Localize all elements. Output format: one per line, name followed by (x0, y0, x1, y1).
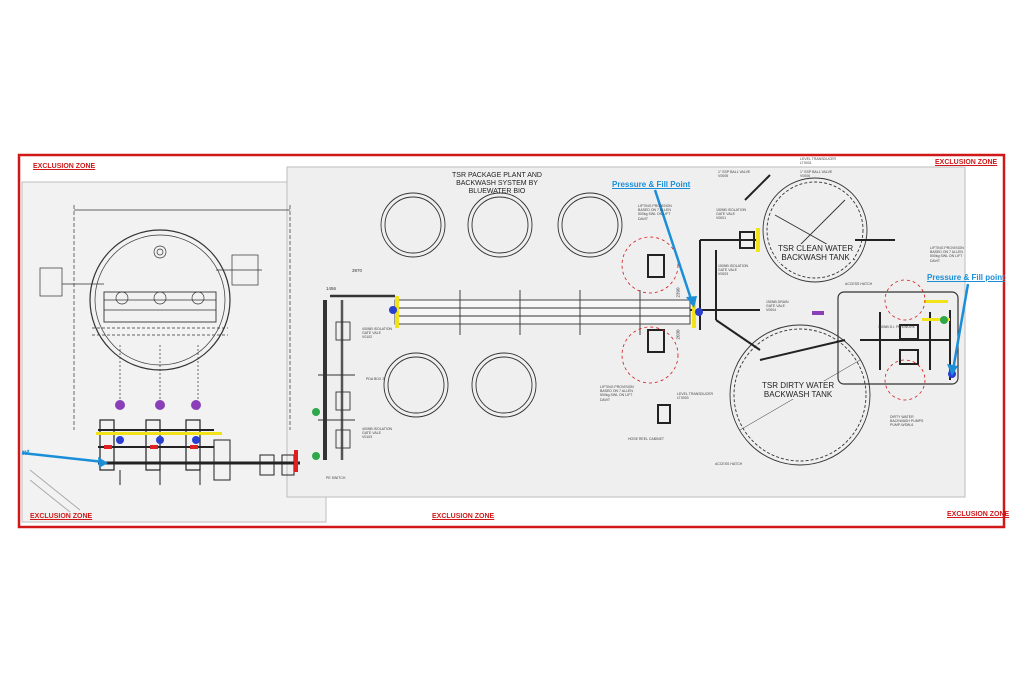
exclusion-zone-label-bottom-right: EXCLUSION ZONE (947, 511, 1010, 518)
note-dirty-pumps: DIRTY WATER BACKWASH PUMPS PUMP-WSW-6 (890, 415, 924, 428)
clean-water-tank (762, 177, 868, 283)
left-manifold-markers (96, 400, 320, 472)
pump-swing-zones (621, 236, 926, 401)
note-ball-valve-a: 1" SSP BALL VALVE V0005 (718, 170, 751, 179)
exclusion-zone-label-top-left: EXCLUSION ZONE (33, 163, 96, 170)
package-plant-title: TSR PACKAGE PLANT AND BACKWASH SYSTEM BY… (452, 172, 542, 196)
pressure-fill-point-callout-2: Pressure & Fill point (927, 273, 1005, 282)
dimension-2030: 2030 (675, 329, 681, 340)
note-lifting-provision-3: LIFTING PROVISION BASED ON 7 ALLEN 500kg… (600, 385, 634, 402)
note-isolation-gate-1: 150NB ISOLATION GATE VALE V0001 (716, 208, 747, 221)
left-tank-plan (39, 205, 291, 430)
note-pipework: 150NB D.I. PIPEWORK (878, 325, 915, 329)
left-callout-arrow (21, 451, 108, 468)
exclusion-zone-label-top-right: EXCLUSION ZONE (935, 159, 998, 166)
note-isolation-gate-2: 150NB ISOLATION GATE VALE V0003 (718, 264, 749, 277)
note-isolation-left-2: 400NB ISOLATION GATE VALE V0103 (362, 427, 393, 440)
dimension-2390: 2390 (675, 287, 681, 298)
note-level-transducer-top: LEVEL TRANSDUCER LT0001 (800, 157, 836, 166)
dirty-tank-title: TSR DIRTY WATER BACKWASH TANK (762, 381, 835, 400)
note-level-transducer-lower: LEVEL TRANSDUCER LT0003 (677, 392, 713, 401)
exclusion-zone-border (17, 153, 1006, 529)
exclusion-zone-label-bottom-center: EXCLUSION ZONE (432, 513, 495, 520)
dimension-3970: 3970 (352, 268, 363, 273)
clean-tank-title: TSR CLEAN WATER BACKWASH TANK (778, 244, 854, 263)
dimension-1456: 1456 (326, 286, 337, 291)
package-plant-vessels (380, 192, 623, 418)
note-isolation-left-1: 400NB ISOLATION GATE VALE V0102 (362, 327, 393, 340)
main-header-pipe (318, 290, 691, 460)
note-lifting-provision-1: LIFTING PROVISION BASED ON 7 ALLEN 500kg… (638, 204, 672, 221)
note-switch: PE SWITCH (326, 476, 346, 480)
left-valve-manifold (29, 419, 300, 513)
callout-arrows (653, 189, 970, 376)
note-lifting-provision-2: LIFTING PROVISION BASED ON 7 ALLEN 500kg… (930, 246, 964, 263)
callout-fragment-left: nt (22, 448, 30, 457)
note-hose-reel: HOSE REEL CABINET (628, 437, 665, 441)
note-access-hatch-1: ACCESS HATCH (845, 282, 873, 286)
note-pda-box: PDA BOX 2 (366, 377, 385, 381)
left-drawing-sheet (21, 181, 327, 523)
note-drain-valve: 150NB DRAIN GATE VALE V0004 (766, 300, 789, 313)
note-access-hatch-2: ACCESS HATCH (715, 462, 743, 466)
pressure-fill-point-callout-1: Pressure & Fill Point (612, 180, 691, 189)
valve-cluster (647, 174, 895, 424)
exclusion-zone-label-bottom-left: EXCLUSION ZONE (30, 513, 93, 520)
note-ball-valve-b: 1" SSP BALL VALVE V0006 (800, 170, 833, 179)
